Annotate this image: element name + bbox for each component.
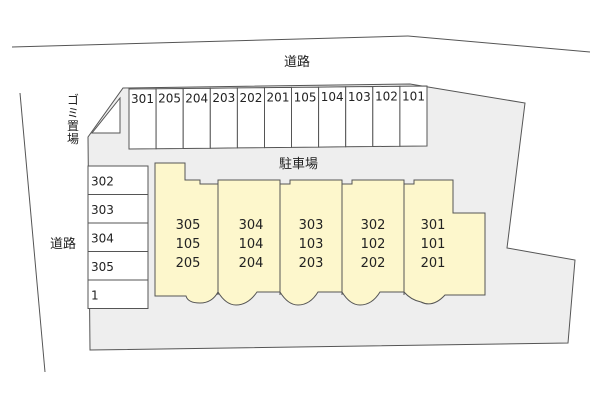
unit-number: 201 (421, 256, 446, 271)
parking-space-number: 204 (185, 92, 208, 106)
unit-number: 305 (176, 218, 201, 233)
unit-number: 302 (361, 218, 386, 233)
parking-space-number: 1 (91, 288, 99, 302)
apartment-building (154, 162, 486, 306)
parking-column-left: 302 303 304 305 1 (87, 165, 149, 309)
parking-space-number: 201 (267, 91, 290, 105)
road-edge-top (11, 35, 409, 48)
unit-number: 301 (421, 218, 446, 233)
parking-space-number: 103 (348, 90, 371, 104)
garbage-area-char: ゴ (67, 92, 79, 107)
parking-space-number: 304 (91, 231, 114, 245)
parking-space-number: 102 (375, 90, 398, 104)
road-edge-left (19, 92, 46, 373)
garbage-area-char: 場 (67, 132, 79, 146)
parking-space-number: 202 (239, 91, 262, 105)
parking-space-left (87, 251, 149, 281)
parking-space-left (87, 279, 149, 309)
unit-number: 102 (361, 237, 386, 252)
parking-space-left (87, 194, 149, 224)
unit-number: 103 (299, 237, 324, 252)
road-label-left: 道路 (50, 236, 76, 252)
unit-number: 303 (299, 218, 324, 233)
unit-number: 101 (421, 237, 446, 252)
parking-row-top: 301 205 204 203 202 201 105 104 103 102 101 (128, 85, 428, 150)
building-unit-labels: 305 105 205 304 104 204 303 103 203 302 102 202 301 1… (176, 218, 446, 271)
unit-number: 104 (239, 237, 264, 252)
parking-space-top (399, 85, 428, 147)
parking-space-number: 101 (402, 89, 425, 103)
garbage-area-marker (90, 96, 121, 134)
unit-number: 204 (239, 256, 264, 271)
unit-number: 105 (176, 237, 201, 252)
parking-space-number: 302 (91, 174, 114, 188)
unit-number: 202 (361, 256, 386, 271)
unit-number: 304 (239, 218, 264, 233)
parking-space-number: 301 (131, 92, 154, 106)
unit-number: 205 (176, 256, 201, 271)
parking-space-number: 104 (321, 90, 344, 104)
parking-space-number: 305 (91, 260, 114, 274)
garbage-area-char: 置 (67, 119, 79, 133)
parking-space-number: 303 (91, 203, 114, 217)
parking-space-left (87, 165, 149, 195)
parking-space-number: 205 (158, 92, 181, 106)
unit-number: 203 (299, 256, 324, 271)
road-label-top: 道路 (284, 54, 310, 70)
garbage-area-char: ミ (67, 106, 79, 120)
parking-lot-label: 駐車場 (279, 157, 318, 172)
parking-space-number: 105 (294, 90, 317, 104)
parking-space-number: 203 (212, 91, 235, 105)
road-edge-top-right (407, 35, 591, 53)
